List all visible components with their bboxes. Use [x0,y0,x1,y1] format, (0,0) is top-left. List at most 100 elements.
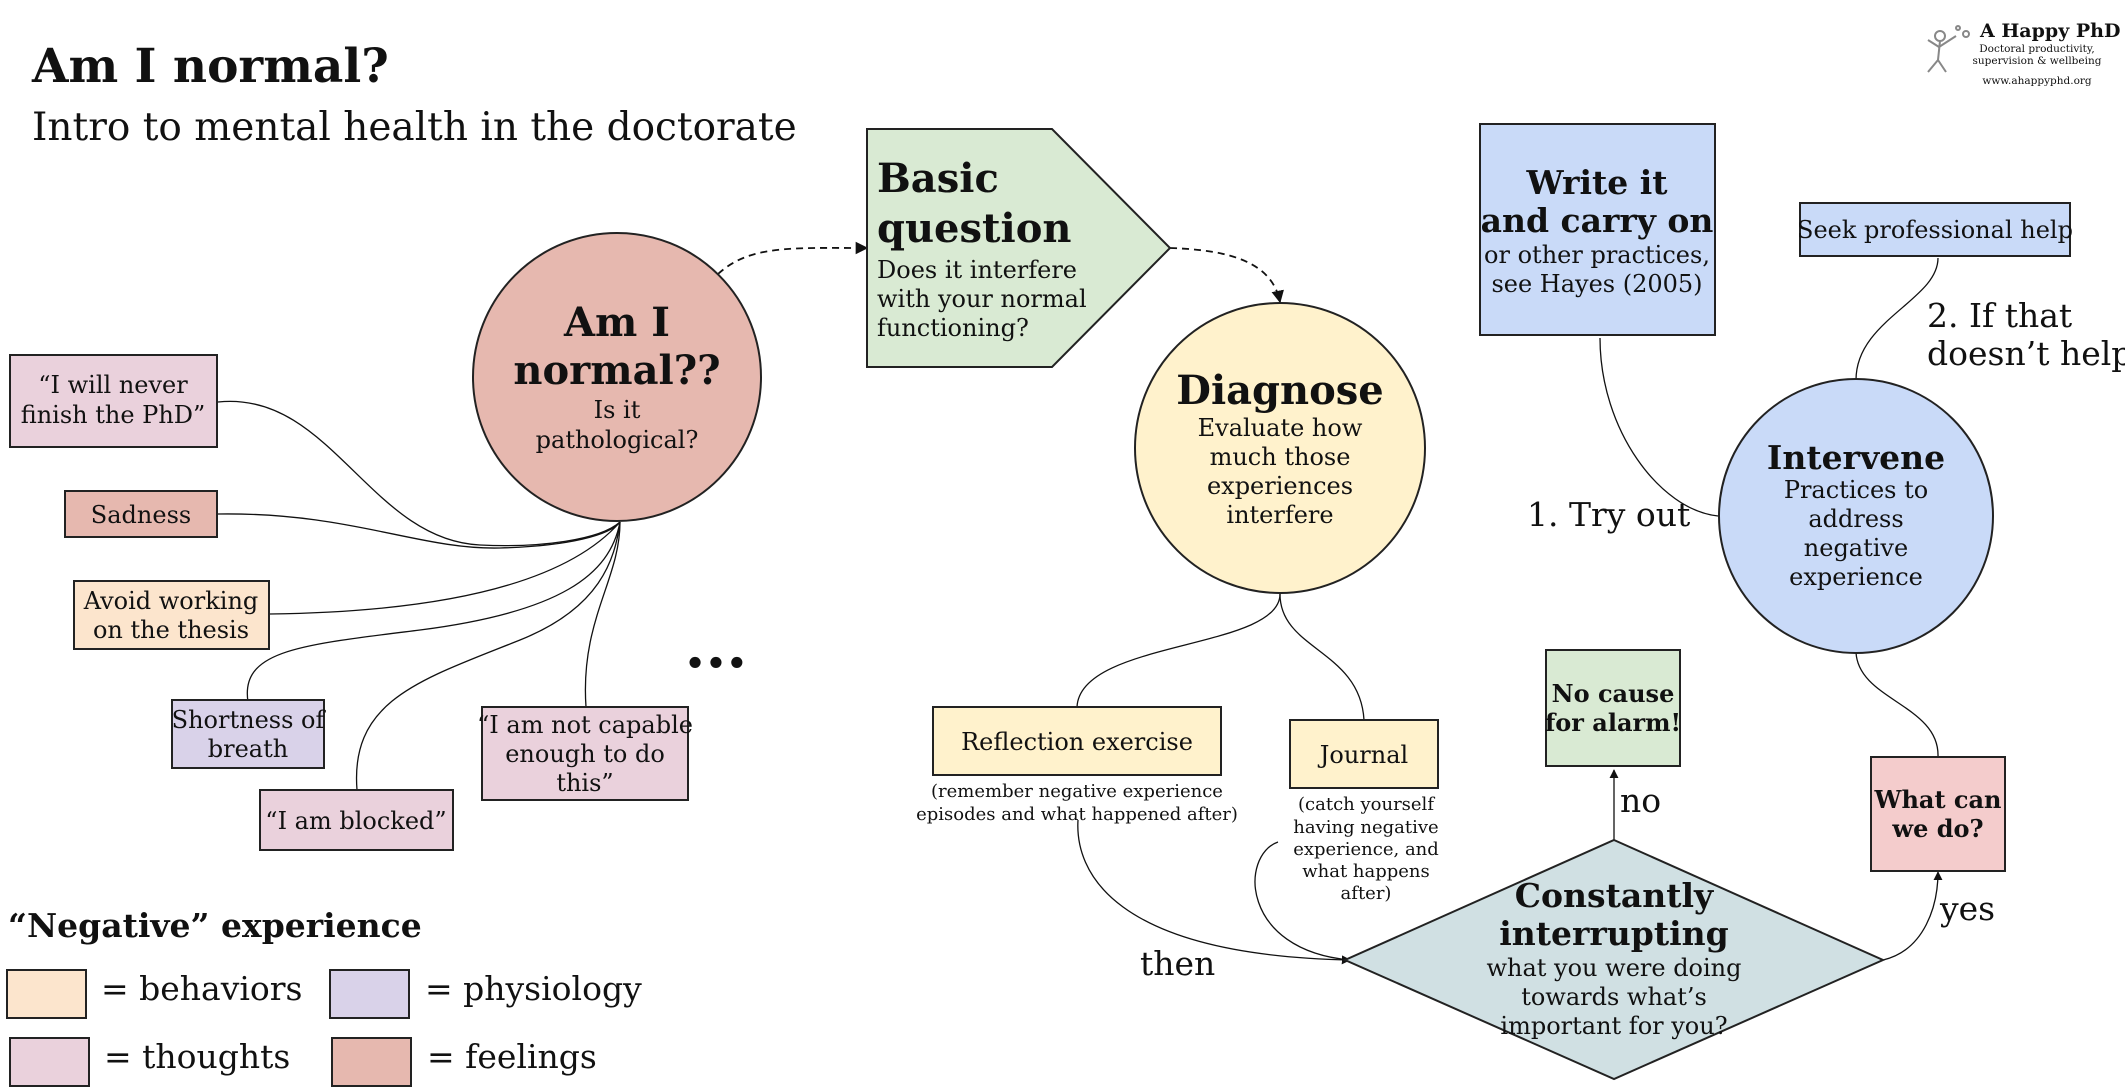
edge-reflection-decision [1077,819,1351,965]
write-it-title-2: and carry on [1481,201,1714,240]
am-i-normal-sub-1: Is it [594,396,641,424]
edge-never-finish [217,400,621,547]
logo-name: A Happy PhD [1979,20,2120,42]
edge-intervene-seekhelp [1855,257,1939,381]
legend-swatch-behaviors [6,969,87,1019]
experience-blocked: “I am blocked” [259,789,454,851]
logo: A Happy PhD Doctoral productivity, super… [1927,20,2120,87]
never-finish-line-1: “I will never [38,371,188,399]
basic-question-line-1: Does it interfere [877,256,1077,284]
basic-question-title-2: question [877,205,1071,252]
legend-behaviors: = behaviors [101,969,303,1008]
never-finish-line-2: finish the PhD” [21,401,206,429]
what-can-node: What can we do? [1870,756,2006,872]
stick-figure-icon [1927,25,1970,73]
experience-sadness: Sadness [64,490,218,538]
decision-line-1: what you were doing [1486,954,1741,982]
am-i-normal-sub-2: pathological? [536,426,699,454]
legend-swatch-thoughts [9,1037,90,1087]
am-i-normal-title-1: Am I [563,299,670,346]
journal-note-1: (catch yourself [1298,794,1435,815]
experience-shortness: Shortness of breath [171,699,326,769]
decision-line-2: towards what’s [1521,983,1707,1011]
basic-question-title-1: Basic [877,155,999,202]
not-capable-line-3: this” [556,769,613,797]
am-i-normal-node: Am I normal?? Is it pathological? [472,232,762,522]
basic-question-line-3: functioning? [877,314,1029,342]
write-it-line-1: or other practices, [1484,241,1710,269]
edge-sadness [217,513,621,549]
legend-title: “Negative” experience [8,906,422,945]
diagnose-line-2: much those [1210,443,1351,471]
edge-intervene-writeit [1599,337,1719,517]
journal-note-4: what happens [1302,861,1430,882]
no-alarm-node: No cause for alarm! [1545,649,1681,767]
logo-url: www.ahappyphd.org [1982,75,2092,87]
diagnose-node: Diagnose Evaluate how much those experie… [1134,302,1426,594]
decision-line-3: important for you? [1500,1012,1727,1040]
reflection-note-1: (remember negative experience [931,781,1223,802]
edge-blocked [355,521,621,791]
experience-not-capable: “I am not capable enough to do this” [477,706,693,801]
diagnose-line-1: Evaluate how [1198,414,1363,442]
shortness-line-2: breath [208,735,288,763]
edge-label-if-not-2: doesn’t help [1927,334,2125,373]
edge-journal-decision [1254,841,1351,961]
legend-swatch-physiology [329,969,410,1019]
legend-physiology: = physiology [425,969,642,1008]
intervene-line-3: negative [1804,534,1908,562]
intervene-title: Intervene [1767,438,1945,477]
edge-decision-yes [1882,871,1943,961]
reflection-label: Reflection exercise [961,728,1193,756]
edge-whatcan-intervene [1855,651,1939,758]
sadness-label: Sadness [91,501,191,529]
seek-help-label: Seek professional help [1797,216,2073,244]
edge-label-try-out: 1. Try out [1527,495,1690,534]
not-capable-line-1: “I am not capable [477,711,693,739]
decision-node: Constantly interrupting what you were do… [1342,838,1886,1081]
blocked-label: “I am blocked” [265,807,446,835]
edge-normal-to-question [717,241,869,275]
write-it-node: Write it and carry on or other practices… [1479,123,1716,336]
edge-label-yes: yes [1939,889,1995,928]
ellipsis: ... [685,612,748,682]
edge-diagnose-reflection [1076,593,1281,708]
connectors [217,241,1943,965]
page-subtitle: Intro to mental health in the doctorate [32,105,797,150]
journal-note-3: experience, and [1293,839,1439,860]
diagnose-title: Diagnose [1176,367,1384,414]
journal-note-5: after) [1341,883,1392,904]
experience-avoid: Avoid working on the thesis [73,580,270,650]
intervene-node: Intervene Practices to address negative … [1718,378,1994,654]
logo-tagline-1: Doctoral productivity, [1979,43,2095,55]
write-it-title-1: Write it [1525,163,1668,202]
am-i-normal-title-2: normal?? [513,347,720,394]
journal-note-2: having negative [1293,817,1438,838]
edge-diagnose-journal [1279,593,1365,721]
edge-label-if-not-1: 2. If that [1927,296,2072,335]
journal-label: Journal [1317,741,1408,769]
decision-title-1: Constantly [1515,876,1714,915]
what-can-line-1: What can [1873,785,2001,814]
decision-title-2: interrupting [1499,914,1728,953]
diagnose-line-3: experiences [1207,472,1353,500]
edge-shortness [246,521,621,703]
reflection-node: Reflection exercise (remember negative e… [916,706,1238,825]
legend-feelings: = feelings [427,1037,597,1076]
intervene-line-2: address [1808,505,1903,533]
logo-tagline-2: supervision & wellbeing [1973,55,2102,67]
legend-swatch-feelings [331,1037,412,1087]
edge-label-no: no [1620,781,1661,820]
write-it-line-2: see Hayes (2005) [1491,270,1702,298]
edge-avoid [269,521,621,615]
intervene-line-1: Practices to [1784,476,1928,504]
avoid-line-1: Avoid working [83,587,259,615]
journal-node: Journal (catch yourself having negative … [1289,719,1439,904]
intervene-line-4: experience [1789,563,1923,591]
edge-label-then: then [1140,944,1215,983]
edge-question-to-diagnose [1169,247,1284,304]
page-title: Am I normal? [31,39,389,94]
avoid-line-2: on the thesis [93,616,249,644]
no-alarm-line-2: for alarm! [1545,708,1681,737]
